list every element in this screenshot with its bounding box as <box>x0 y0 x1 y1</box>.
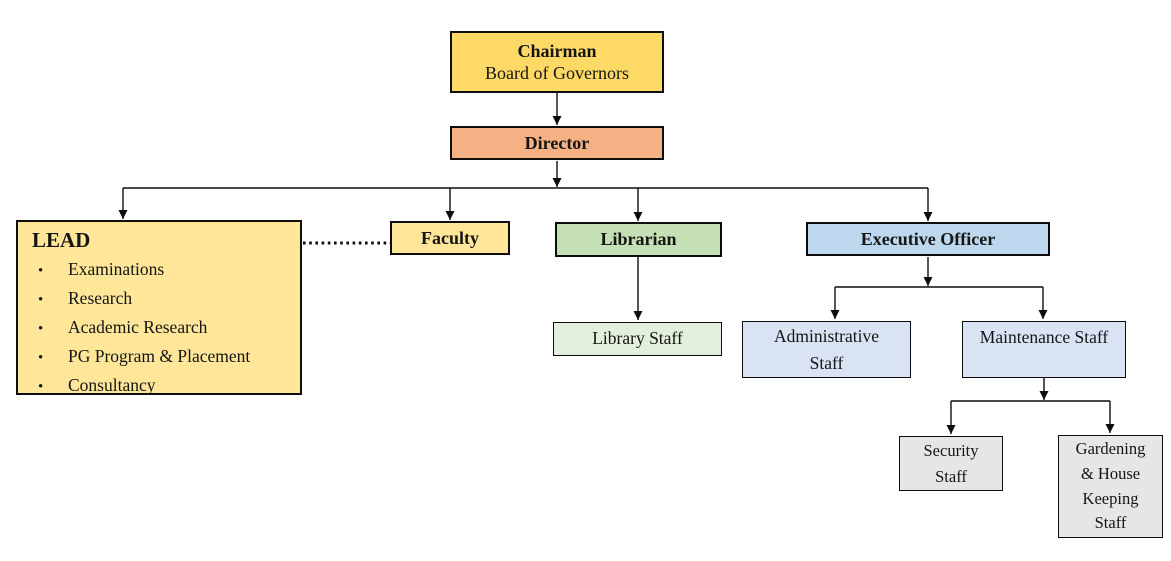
security-staff-line: Security <box>923 440 979 460</box>
librarian-label: Librarian <box>600 229 677 250</box>
lead-item-label: Consultancy <box>68 375 156 396</box>
node-maintenance-staff: Maintenance Staff <box>962 321 1126 378</box>
lead-item-label: PG Program & Placement <box>68 346 251 367</box>
node-executive-officer: Executive Officer <box>806 222 1050 256</box>
security-staff-line: Staff <box>935 466 967 486</box>
lead-item: • Consultancy <box>28 372 156 401</box>
lead-item: • Academic Research <box>28 314 207 343</box>
administrative-staff-line: Administrative <box>774 326 879 347</box>
bullet-icon: • <box>38 292 44 309</box>
gardening-staff-line: Gardening <box>1075 439 1146 458</box>
node-librarian: Librarian <box>555 222 722 257</box>
node-lead: LEAD • Examinations • Research • Academi… <box>16 220 302 395</box>
node-faculty: Faculty <box>390 221 510 255</box>
node-director: Director <box>450 126 664 160</box>
lead-item-label: Academic Research <box>68 317 208 338</box>
bullet-icon: • <box>38 379 44 396</box>
bullet-icon: • <box>38 263 44 280</box>
gardening-staff-line: Keeping <box>1082 488 1139 508</box>
administrative-staff-line: Staff <box>809 352 844 373</box>
maintenance-staff-label: Maintenance Staff <box>979 327 1109 347</box>
node-security-staff: Security Staff <box>899 436 1003 491</box>
node-library-staff: Library Staff <box>553 322 722 356</box>
node-gardening-housekeeping-staff: Gardening & House Keeping Staff <box>1058 435 1163 538</box>
lead-item: • PG Program & Placement <box>28 343 250 372</box>
gardening-staff-line: Staff <box>1094 513 1127 533</box>
bullet-icon: • <box>38 321 44 338</box>
lead-item-label: Examinations <box>68 259 165 280</box>
bullet-icon: • <box>38 350 44 367</box>
node-chairman: Chairman Board of Governors <box>450 31 664 93</box>
lead-item: • Examinations <box>28 256 164 285</box>
chairman-title: Chairman <box>517 40 597 61</box>
node-administrative-staff: Administrative Staff <box>742 321 911 378</box>
gardening-staff-line: & House <box>1080 463 1141 483</box>
lead-item: • Research <box>28 285 132 314</box>
lead-item-label: Research <box>68 288 133 309</box>
director-label: Director <box>524 132 590 153</box>
chairman-subtitle: Board of Governors <box>485 63 629 83</box>
executive-officer-label: Executive Officer <box>860 228 996 249</box>
library-staff-label: Library Staff <box>592 328 683 349</box>
lead-title: LEAD <box>32 228 91 252</box>
faculty-label: Faculty <box>421 227 479 248</box>
